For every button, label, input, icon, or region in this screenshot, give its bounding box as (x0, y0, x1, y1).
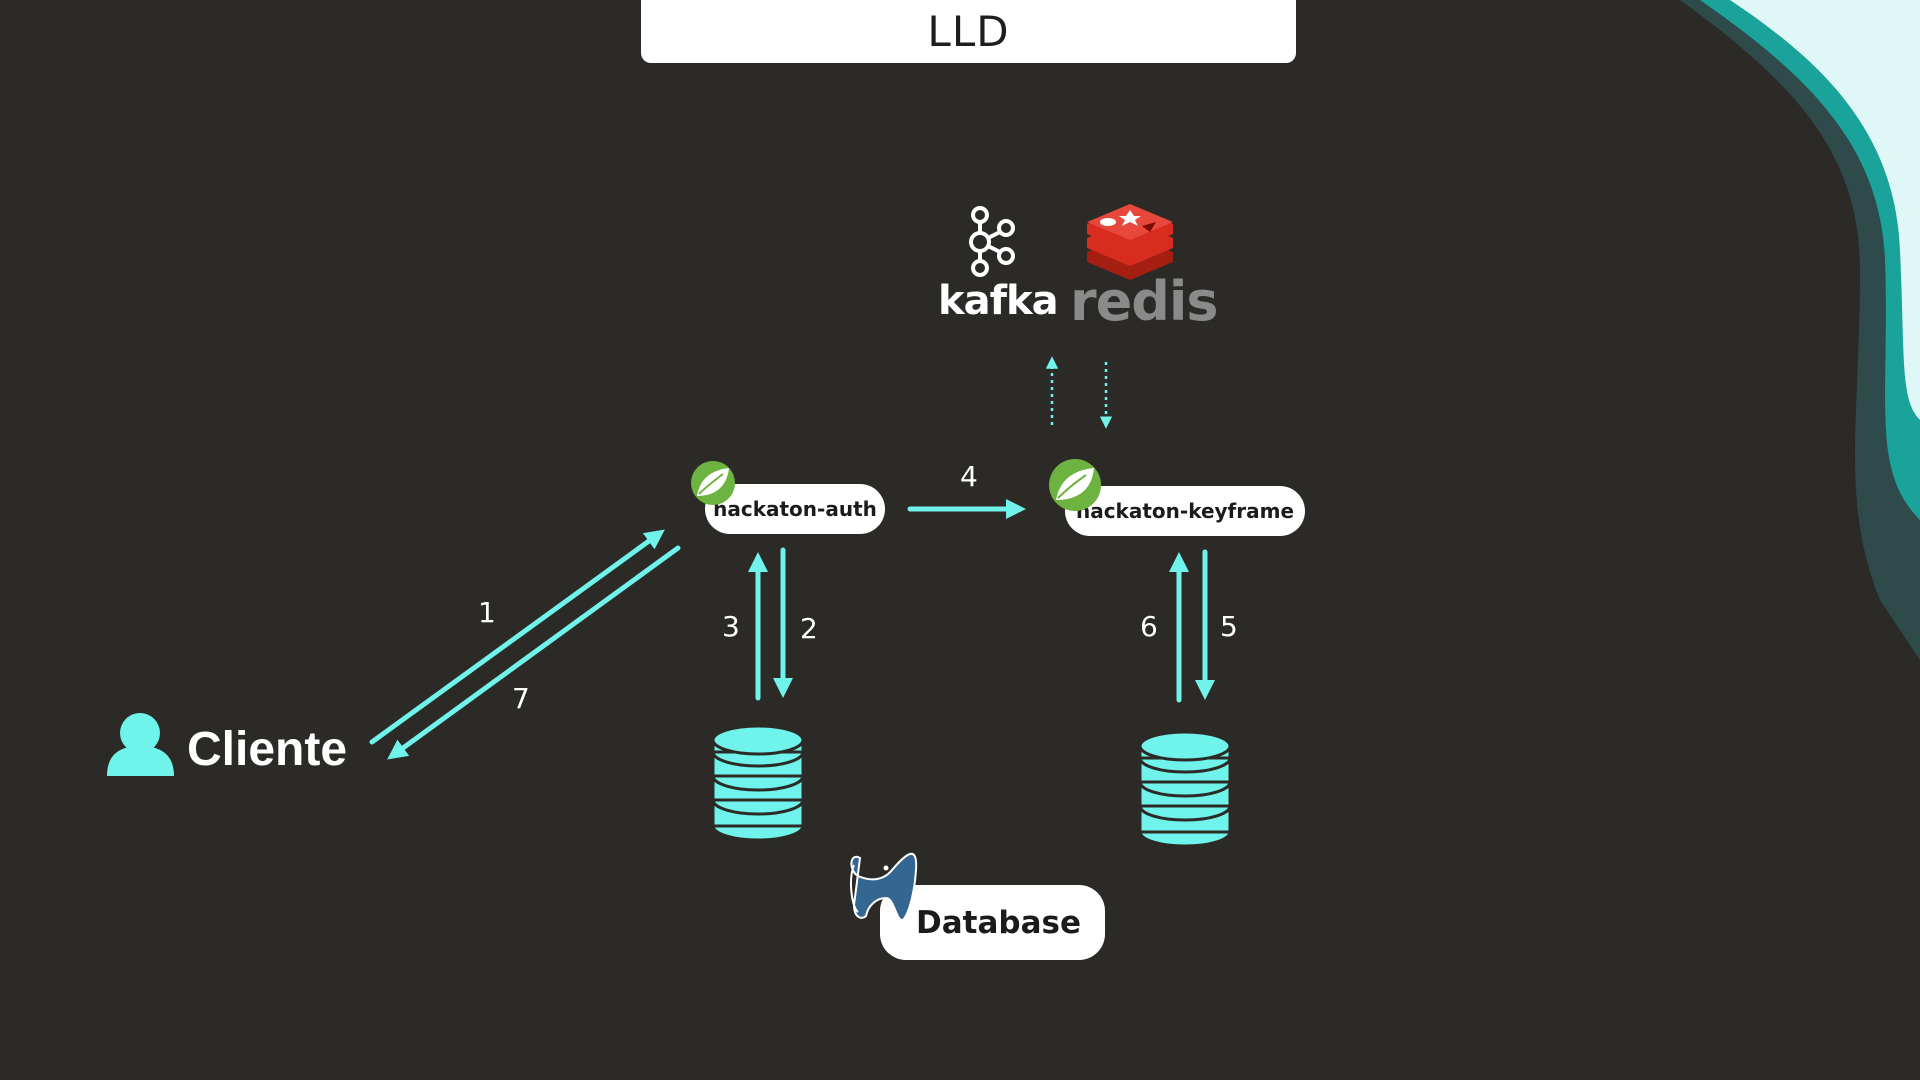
arrow-step-1 (369, 529, 665, 745)
step-label-1: 1 (478, 596, 496, 629)
database-node: Database (880, 885, 1105, 960)
step-label-6: 6 (1140, 610, 1158, 643)
kafka-label: kafka (938, 278, 1059, 324)
client-label: Cliente (187, 723, 348, 776)
keyframe-service-label: hackaton-keyframe (1075, 499, 1295, 523)
step-label-2: 2 (800, 612, 818, 645)
step-label-7: 7 (512, 682, 530, 715)
step-label-3: 3 (722, 610, 740, 643)
step-label-5: 5 (1220, 610, 1238, 643)
arrow-step-7 (387, 545, 681, 760)
wave-teal-band (1700, 0, 1920, 520)
auth-service-node: hackaton-auth (705, 484, 885, 534)
database-label: Database (916, 904, 1081, 941)
redis-label: redis (1070, 270, 1219, 333)
step-label-4: 4 (960, 460, 978, 493)
keyframe-service-node: hackaton-keyframe (1065, 486, 1305, 536)
page-title: LLD (641, 0, 1296, 63)
wave-dark-band (1680, 0, 1920, 660)
auth-service-label: hackaton-auth (713, 497, 877, 521)
wave-light-band (1730, 0, 1920, 420)
